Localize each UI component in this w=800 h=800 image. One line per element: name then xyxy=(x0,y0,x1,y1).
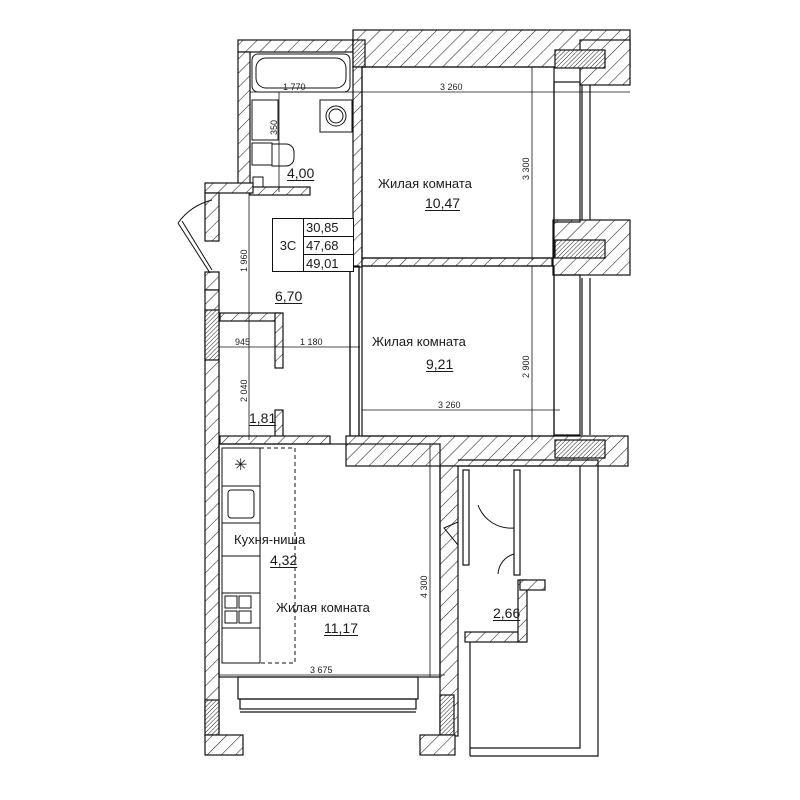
kitchen-niche-boundary xyxy=(259,447,296,664)
kitchen-sink-icon xyxy=(227,489,255,519)
washing-machine-icon xyxy=(319,99,353,133)
living-room-1-name: Жилая комната xyxy=(378,176,472,191)
stove-icon xyxy=(224,595,252,624)
balcony-door-swing xyxy=(477,504,515,529)
dimension-lines xyxy=(219,67,630,677)
dim-room2-depth: 2 900 xyxy=(521,355,531,378)
room-outlines xyxy=(218,66,599,757)
storage-area: 1,81 xyxy=(249,410,277,426)
walls xyxy=(204,29,631,756)
dim-hall-depth: 1 960 xyxy=(239,249,249,272)
total-area-with-loggia: 49,01 xyxy=(306,256,339,271)
dim-bath-width: 1 770 xyxy=(283,82,306,92)
living-room-3-name: Жилая комната xyxy=(276,600,370,615)
sink-icon xyxy=(251,99,279,141)
loggia-area: 2,66 xyxy=(493,605,521,621)
apartment-summary-box: 3С 30,85 47,68 49,01 xyxy=(272,218,354,272)
hood-icon: ✳ xyxy=(234,457,248,474)
kitchen-niche-name: Кухня-ниша xyxy=(234,532,306,547)
dim-storage-width: 945 xyxy=(235,337,251,347)
bathroom-area: 4,00 xyxy=(287,165,315,181)
doors xyxy=(177,199,515,575)
living-room-3-area: 11,17 xyxy=(324,620,358,636)
living-area: 30,85 xyxy=(304,219,353,237)
dim-room3-width: 3 675 xyxy=(310,665,333,675)
living-room-2-area: 9,21 xyxy=(426,356,454,372)
toilet-icon xyxy=(251,142,273,166)
dim-room1-depth: 3 300 xyxy=(521,157,531,180)
dim-room2-width: 3 260 xyxy=(438,400,461,410)
living-room-1-area: 10,47 xyxy=(425,195,461,211)
bathroom-fixtures xyxy=(251,53,353,188)
apartment-type: 3С xyxy=(273,219,304,271)
kitchen-fixtures xyxy=(221,447,296,664)
dim-room1-width: 3 260 xyxy=(440,82,463,92)
dim-storage-depth: 2 040 xyxy=(239,379,249,402)
hallway-area: 6,70 xyxy=(275,288,303,304)
dim-hall-width: 1 180 xyxy=(300,337,323,347)
total-area: 47,68 xyxy=(304,237,353,255)
entrance-door-swing xyxy=(177,199,213,224)
kitchen-niche-area: 4,32 xyxy=(270,552,298,568)
balcony-door2-swing xyxy=(497,553,515,575)
dim-room3-depth: 4 300 xyxy=(419,575,429,598)
dim-sink-width: 350 xyxy=(269,119,279,135)
living-room-2-name: Жилая комната xyxy=(372,334,466,349)
